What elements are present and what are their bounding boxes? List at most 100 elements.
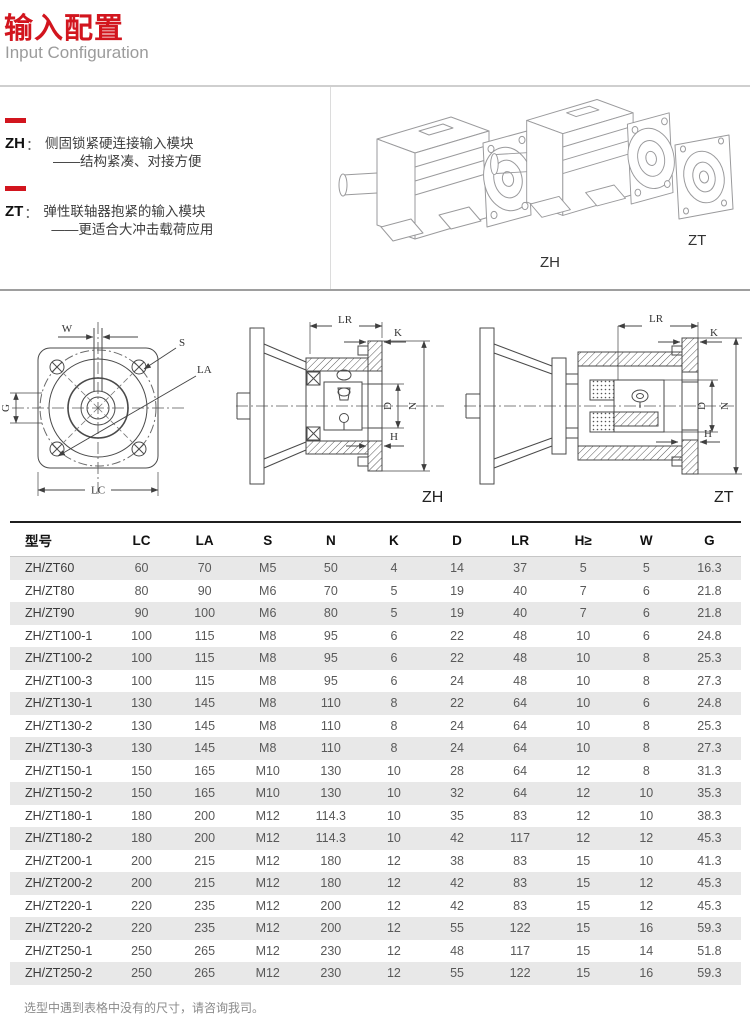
value-cell: 21.8 (697, 583, 722, 598)
value-cell: 14 (425, 556, 489, 580)
value-cell: 14 (639, 943, 654, 958)
value-cell: 27.3 (677, 737, 741, 760)
col-header-LA: LA (195, 532, 214, 548)
value-cell: 83 (513, 853, 528, 868)
value-cell: 10 (551, 737, 615, 760)
value-cell: 10 (551, 647, 615, 670)
module-colon: ： (26, 137, 40, 153)
value-cell: M8 (236, 692, 300, 715)
value-cell: 250 (110, 962, 174, 985)
value-cell: 24 (450, 718, 464, 733)
value-cell: 32 (425, 782, 489, 805)
value-cell: 110 (299, 737, 363, 760)
value-cell: 130 (299, 782, 363, 805)
header-divider (0, 85, 750, 87)
value-cell: 48 (450, 943, 464, 958)
value-cell: 200 (173, 827, 237, 850)
value-cell: 110 (299, 692, 363, 715)
value-cell: 64 (488, 737, 552, 760)
value-cell: 200 (194, 808, 216, 823)
value-cell: 7 (579, 583, 587, 598)
module-desc-zh: 侧固锁紧硬连接输入模块 ——结构紧凑、对接方便 (45, 135, 202, 171)
value-cell: 38 (450, 853, 464, 868)
iso-zh-label: ZH (540, 254, 560, 271)
value-cell: 10 (639, 853, 654, 868)
value-cell: 215 (173, 872, 237, 895)
value-cell: 10 (362, 827, 426, 850)
value-cell: 5 (362, 602, 426, 625)
value-cell: M6 (259, 583, 277, 598)
model-cell: ZH/ZT100-2 (10, 647, 110, 670)
value-cell: 12 (614, 827, 678, 850)
col-header-N: N (325, 532, 336, 548)
value-cell: 150 (110, 782, 174, 805)
value-cell: 122 (488, 962, 552, 985)
value-cell: 200 (299, 917, 363, 940)
model-cell: ZH/ZT180-1 (25, 808, 93, 823)
value-cell: 10 (386, 808, 401, 823)
model-cell: ZH/ZT250-1 (25, 943, 93, 958)
model-cell: ZH/ZT130-2 (25, 718, 93, 733)
value-cell: M12 (255, 943, 280, 958)
module-desc-zt-line2: ——更适合大冲击载荷应用 (51, 222, 214, 238)
value-cell: 42 (425, 872, 489, 895)
value-cell: 40 (513, 583, 528, 598)
value-cell: 4 (362, 556, 426, 580)
value-cell: 230 (299, 962, 363, 985)
value-cell: 130 (110, 737, 174, 760)
value-cell: 265 (194, 943, 216, 958)
value-cell: 70 (173, 556, 237, 580)
dim-d-label: D (696, 402, 708, 410)
value-cell: 165 (173, 782, 237, 805)
value-cell: M10 (255, 763, 280, 778)
value-cell: 10 (386, 763, 401, 778)
value-cell: 12 (386, 898, 401, 913)
module-desc-zh-line2: ——结构紧凑、对接方便 (53, 154, 202, 170)
value-cell: 15 (576, 943, 591, 958)
dim-d-label: D (382, 402, 394, 410)
dim-k-label: K (394, 327, 402, 339)
model-cell: ZH/ZT60 (10, 556, 110, 580)
value-cell: 60 (110, 556, 174, 580)
intro-item-zt: ZT ： 弹性联轴器抱紧的输入模块 ——更适合大冲击载荷应用 (5, 186, 325, 239)
value-cell: 130 (320, 763, 342, 778)
value-cell: 12 (639, 898, 654, 913)
value-cell: 45.3 (677, 827, 741, 850)
value-cell: 51.8 (697, 943, 722, 958)
value-cell: 19 (450, 583, 464, 598)
value-cell: 28 (450, 763, 464, 778)
value-cell: M5 (236, 556, 300, 580)
value-cell: 145 (194, 718, 216, 733)
value-cell: 10 (639, 808, 654, 823)
value-cell: 50 (299, 556, 363, 580)
footnote: 选型中遇到表格中没有的尺寸，请咨询我司。 (24, 1001, 265, 1015)
model-cell: ZH/ZT130-3 (10, 737, 110, 760)
value-cell: 100 (131, 628, 152, 643)
dim-la-label: LA (197, 364, 212, 376)
value-cell: 6 (390, 628, 398, 643)
value-cell: 6 (642, 628, 650, 643)
value-cell: 220 (110, 917, 174, 940)
value-cell: M8 (236, 737, 300, 760)
value-cell: 27.3 (697, 673, 722, 688)
model-cell: ZH/ZT180-2 (10, 827, 110, 850)
value-cell: 25.3 (677, 647, 741, 670)
value-cell: M8 (236, 647, 300, 670)
value-cell: 48 (513, 628, 528, 643)
value-cell: 41.3 (697, 853, 722, 868)
model-cell: ZH/ZT80 (25, 583, 75, 598)
value-cell: 48 (488, 647, 552, 670)
model-cell: ZH/ZT200-1 (25, 853, 93, 868)
